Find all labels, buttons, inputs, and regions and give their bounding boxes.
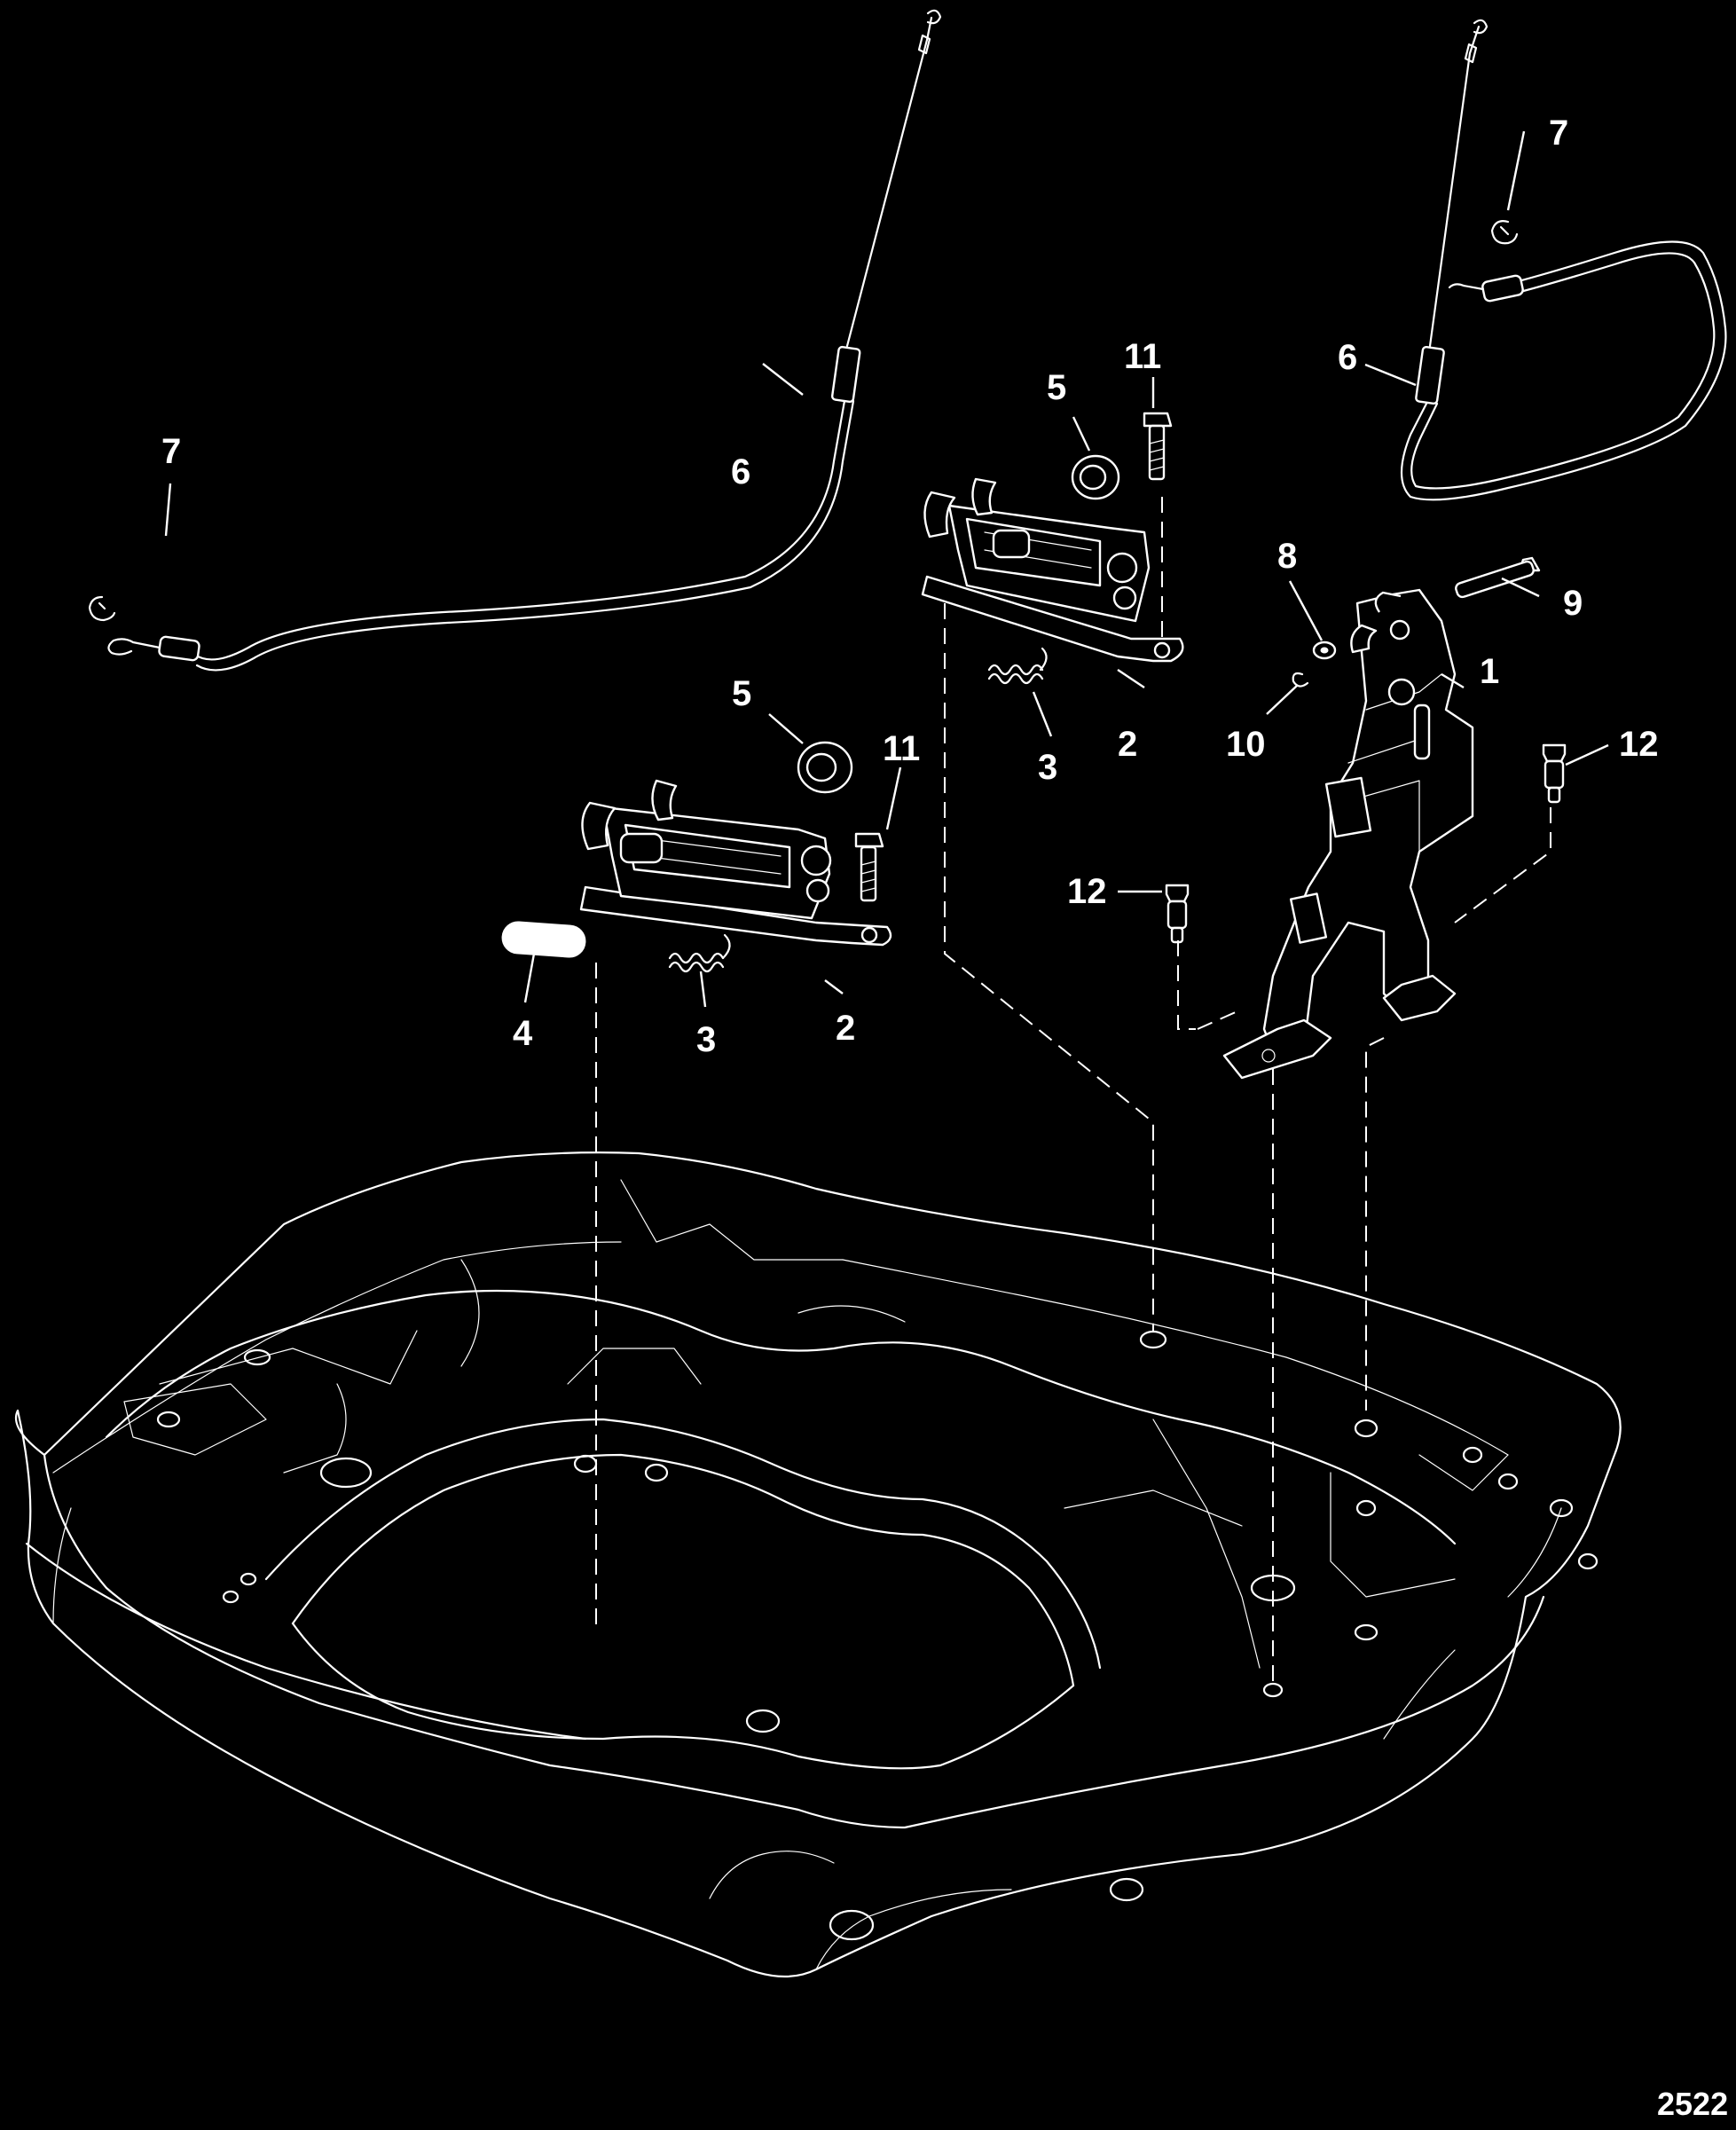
bottom-cowl-tray (14, 1151, 1622, 1978)
callout-labels: 1 2 2 3 3 4 5 5 6 6 7 7 8 9 10 11 11 12 … (161, 114, 1728, 2122)
latch-assembly-lower (501, 741, 892, 973)
callout-9: 9 (1563, 584, 1583, 623)
leader-lines (164, 130, 1609, 1008)
callout-12-right: 12 (1619, 725, 1659, 764)
callout-5-upper: 5 (1047, 368, 1066, 407)
callout-5-lower: 5 (732, 674, 751, 713)
callout-1: 1 (1480, 652, 1499, 691)
figure-number: 2522 (1657, 2086, 1728, 2122)
callout-10: 10 (1226, 725, 1266, 764)
callout-3-lower: 3 (696, 1020, 716, 1059)
callout-6-right: 6 (1338, 338, 1357, 377)
callout-6-left: 6 (731, 452, 750, 491)
bracket-assembly (1165, 556, 1567, 1080)
callout-11-upper: 11 (1124, 337, 1161, 376)
callout-2-lower: 2 (836, 1009, 855, 1048)
alignment-lines (595, 497, 1551, 1686)
callout-4: 4 (513, 1014, 533, 1053)
cable-assembly-right (1401, 19, 1727, 501)
cable-assembly-left (88, 9, 942, 672)
callout-7-right: 7 (1549, 114, 1568, 153)
callout-11-lower: 11 (883, 729, 920, 768)
callout-2-upper: 2 (1118, 725, 1137, 764)
callout-7-left: 7 (161, 432, 181, 471)
latch-assembly-upper (921, 412, 1184, 685)
callout-8: 8 (1277, 537, 1297, 576)
callout-12-left: 12 (1067, 872, 1107, 911)
callout-3-upper: 3 (1038, 748, 1057, 787)
